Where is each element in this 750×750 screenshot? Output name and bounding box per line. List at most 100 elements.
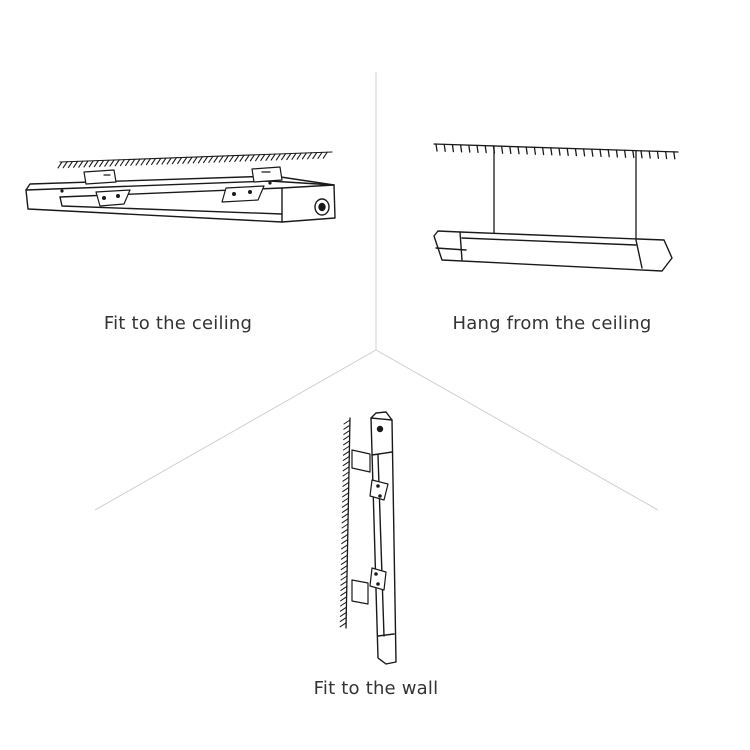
- hatch-mark: [197, 156, 203, 164]
- heater-body: [25, 175, 336, 223]
- hatch-mark: [187, 156, 193, 164]
- hatch-mark: [301, 152, 307, 160]
- wall-brackets: [351, 449, 389, 605]
- hatch-mark: [57, 161, 63, 169]
- hatch-mark: [296, 152, 302, 160]
- wall-hatch-mark: [339, 601, 347, 607]
- ceiling-tick: [525, 146, 528, 155]
- wall-hatch-mark: [340, 580, 348, 586]
- fit-wall-illustration: [339, 411, 397, 665]
- wall-hatch-mark: [340, 585, 348, 591]
- panel-dividers: [94, 72, 659, 511]
- hatch-mark: [291, 152, 297, 160]
- hatch-mark: [286, 152, 292, 161]
- hatch-mark: [156, 157, 162, 165]
- wall-hatch-mark: [340, 591, 348, 597]
- hanging-wires: [493, 146, 637, 241]
- ceiling-tick: [599, 148, 602, 158]
- ceiling-tick: [451, 143, 455, 153]
- wall-hatch-mark: [342, 471, 350, 477]
- hatch-mark: [67, 160, 73, 169]
- wall-hatch-mark: [341, 502, 349, 508]
- hatch-mark: [166, 157, 172, 165]
- ceiling-tick: [664, 150, 668, 160]
- wall-hatch-mark: [341, 513, 349, 519]
- hatch-mark: [99, 159, 105, 167]
- hatch-mark: [151, 157, 157, 166]
- ceiling-tick: [476, 144, 479, 154]
- hatch-mark: [275, 153, 281, 161]
- hung-heater-body: [433, 230, 673, 272]
- hatch-mark: [239, 154, 245, 162]
- caption-fit-wall: Fit to the wall: [313, 678, 439, 699]
- wall-hatch-mark: [343, 424, 351, 430]
- hatch-mark: [161, 157, 167, 165]
- hatch-mark: [145, 158, 151, 166]
- hatch-mark: [265, 153, 271, 161]
- hatch-mark: [182, 156, 188, 164]
- wall-heater-body: [370, 411, 397, 665]
- ceiling-tick: [648, 150, 651, 159]
- wall-hatch: [339, 419, 351, 628]
- wall-hatch-mark: [342, 487, 350, 493]
- ceiling-tick: [591, 148, 594, 157]
- wall-hatch-mark: [343, 440, 351, 446]
- wall-hatch-mark: [342, 466, 350, 472]
- wall-hatch-mark: [342, 455, 350, 461]
- ceiling-tick: [500, 145, 504, 154]
- hatch-mark: [229, 155, 235, 163]
- hatch-mark: [203, 156, 209, 164]
- wall-hatch-mark: [341, 497, 349, 503]
- ceiling-line: [433, 143, 679, 160]
- wall-hatch-mark: [341, 533, 349, 539]
- ceiling-tick: [435, 143, 438, 152]
- ceiling-tick: [632, 149, 635, 159]
- hatch-mark: [270, 153, 276, 161]
- wall-hatch-mark: [340, 559, 348, 565]
- wall-hatch-mark: [339, 606, 347, 612]
- wall-screws: [374, 484, 382, 586]
- wall-hatch-mark: [340, 596, 348, 602]
- ceiling-tick: [533, 146, 537, 155]
- caption-fit-ceiling: Fit to the ceiling: [103, 313, 253, 334]
- hatch-mark: [130, 158, 136, 166]
- wall-hatch-mark: [341, 507, 349, 513]
- hatch-mark: [218, 155, 224, 163]
- hatch-mark: [140, 158, 146, 166]
- wall-hatch-mark: [339, 617, 347, 623]
- wall-hatch-mark: [342, 445, 350, 451]
- wall-hatch-mark: [340, 549, 348, 555]
- hatch-mark: [104, 159, 110, 167]
- ceiling-tick: [443, 143, 446, 152]
- caption-hang-ceiling: Hang from the ceiling: [452, 313, 652, 334]
- wall-hatch-mark: [340, 554, 348, 560]
- ceiling-tick: [574, 147, 578, 157]
- wall-hatch-mark: [342, 461, 350, 467]
- ceiling-tick: [673, 151, 676, 160]
- hatch-mark: [171, 157, 177, 165]
- mounting-brackets: [83, 166, 283, 207]
- hatch-mark: [114, 159, 120, 167]
- wall-hatch-mark: [341, 528, 349, 534]
- hatch-mark: [317, 151, 323, 159]
- wall-hatch-mark: [342, 450, 350, 456]
- hatch-mark: [307, 152, 313, 160]
- hatch-mark: [255, 154, 261, 162]
- wall-hatch-mark: [340, 575, 348, 581]
- ceiling-tick: [656, 150, 660, 159]
- wall-hatch-mark: [339, 611, 347, 617]
- hatch-mark: [62, 161, 68, 169]
- hatch-mark: [260, 153, 266, 162]
- ceiling-tick: [468, 144, 471, 153]
- wall-line: [345, 417, 351, 629]
- ceiling-tick: [558, 147, 561, 156]
- ceiling-tick: [459, 144, 463, 153]
- wall-hatch-mark: [341, 518, 349, 524]
- ceiling-tick: [541, 146, 545, 156]
- ceiling-tick: [509, 145, 512, 155]
- wall-hatch-mark: [341, 523, 349, 529]
- hatch-mark: [109, 159, 115, 167]
- wall-hatch-mark: [339, 622, 347, 628]
- hatch-mark: [93, 160, 99, 168]
- ceiling-tick: [566, 147, 569, 157]
